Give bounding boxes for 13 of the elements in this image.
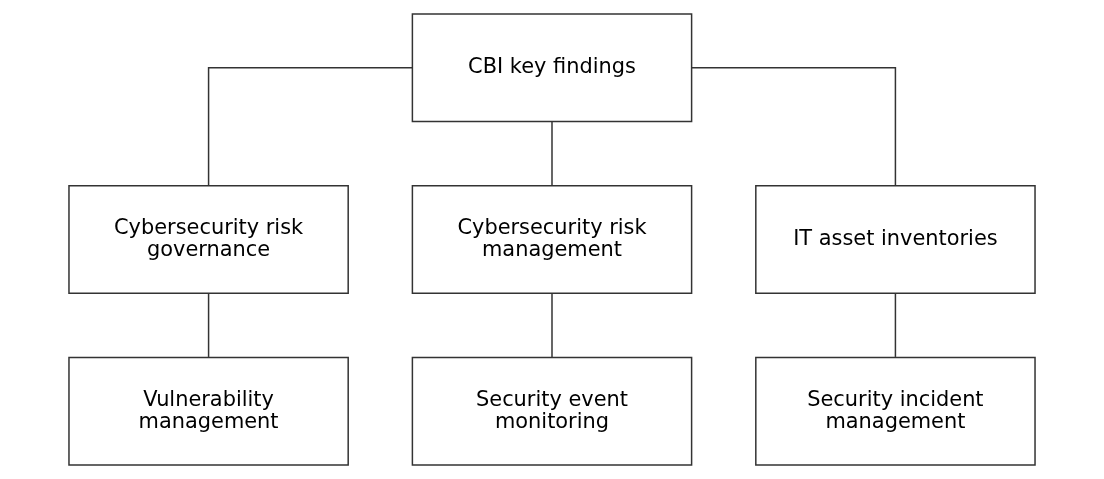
node-box: Security event monitoring	[411, 356, 693, 466]
node-box: Cybersecurity risk management	[411, 185, 693, 294]
connector	[207, 67, 414, 187]
node-box: Vulnerability management	[68, 356, 349, 466]
node-box: Cybersecurity risk governance	[68, 185, 349, 294]
node-box: IT asset inventories	[755, 185, 1036, 294]
connector	[894, 292, 897, 358]
connector	[551, 120, 553, 186]
connector	[551, 292, 553, 358]
connector	[207, 292, 210, 358]
node-box: CBI key findings	[411, 13, 693, 123]
connector	[690, 67, 897, 187]
node-box: Security incident management	[755, 356, 1036, 466]
